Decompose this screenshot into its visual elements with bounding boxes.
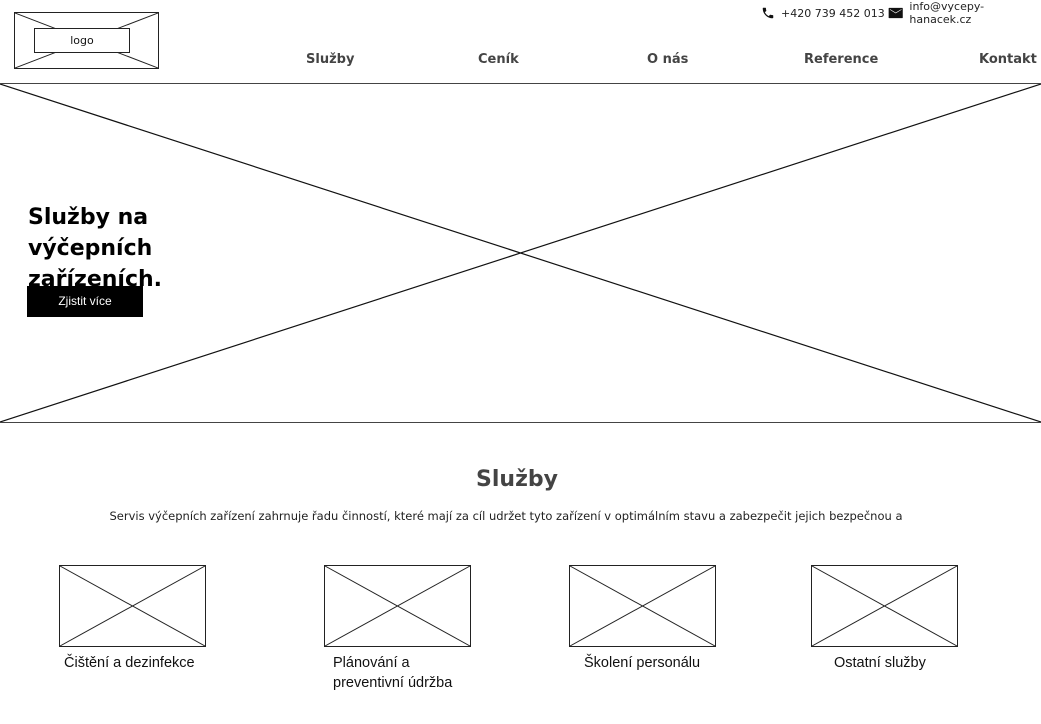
services-description: Servis výčepních zařízení zahrnuje řadu … [109, 509, 903, 523]
hero-title: Služby na výčepních zařízeních. [28, 202, 278, 295]
service-card-label-other[interactable]: Ostatní služby [834, 655, 926, 671]
service-card-label-line-2: preventivní údržba [333, 675, 453, 691]
service-card-image[interactable] [811, 565, 958, 647]
header-phone[interactable]: +420 739 452 013 [761, 5, 885, 21]
header-divider [0, 83, 1041, 84]
service-card-label-maintenance[interactable]: Plánování a preventivní údržba [333, 653, 483, 693]
logo-label: logo [34, 28, 130, 53]
hero-image-placeholder [0, 84, 1041, 423]
placeholder-cross-icon [60, 566, 205, 646]
nav-link-cenik[interactable]: Ceník [478, 52, 519, 67]
header-email[interactable]: info@vycepy-hanacek.cz [888, 0, 1041, 26]
email-text: info@vycepy-hanacek.cz [909, 0, 985, 26]
placeholder-cross-icon [325, 566, 470, 646]
placeholder-cross-icon [0, 84, 1041, 422]
nav-link-sluzby[interactable]: Služby [306, 52, 355, 67]
learn-more-button[interactable]: Zjistit více [27, 286, 143, 317]
services-title: Služby [476, 467, 558, 492]
placeholder-cross-icon [812, 566, 957, 646]
placeholder-cross-icon [570, 566, 715, 646]
hero-title-line-1: Služby na výčepních [28, 205, 153, 261]
phone-icon [762, 7, 774, 19]
service-card-label-cleaning[interactable]: Čištění a dezinfekce [64, 655, 195, 671]
service-card-image[interactable] [324, 565, 471, 647]
nav-link-kontakt[interactable]: Kontakt [979, 52, 1037, 67]
nav-link-reference[interactable]: Reference [804, 52, 879, 67]
mail-icon [888, 7, 903, 19]
service-card-image[interactable] [569, 565, 716, 647]
nav-link-o-nas[interactable]: O nás [647, 52, 689, 67]
service-card-label-training[interactable]: Školení personálu [584, 655, 701, 671]
phone-text: +420 739 452 013 [781, 6, 885, 20]
logo-placeholder[interactable]: logo [14, 12, 159, 69]
service-card-label-line-1: Plánování a [333, 655, 410, 671]
service-card-image[interactable] [59, 565, 206, 647]
